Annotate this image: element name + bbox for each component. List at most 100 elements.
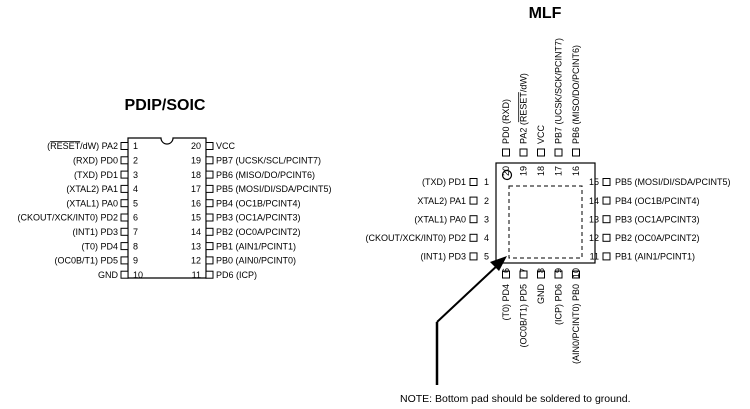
mlf-pin-label: PB1 (AIN1/PCINT1) [615,252,695,262]
mlf-pin-label: VCC [536,124,546,144]
pdip-pin-number: 16 [191,198,201,208]
mlf-pin-label: (INT1) PD3 [420,252,466,262]
mlf-pin-label: PB4 (OC1B/PCINT4) [615,196,700,206]
mlf-pin-label: PB2 (OC0A/PCINT2) [615,233,700,243]
pdip-pin-pad [205,213,214,222]
pdip-pin-pad [120,156,129,165]
pdip-pin-pad [120,199,129,208]
mlf-pin-pad [572,148,580,157]
mlf-pin-number: 4 [484,233,489,243]
pdip-pin-number: 4 [133,184,138,194]
pdip-pin-number: 14 [191,227,201,237]
pdip-pin-pad [205,170,214,179]
pdip-pin-number: 7 [133,227,138,237]
mlf-pin-number: 2 [484,196,489,206]
mlf-pin-label: (ICP) PD6 [554,284,564,325]
mlf-pin-number: 17 [554,166,564,176]
pdip-pin-label: (RXD) PD0 [73,156,118,166]
pdip-pin-label: GND [98,270,119,280]
mlf-pin-number: 19 [519,166,529,176]
mlf-pin-number: 5 [484,252,489,262]
mlf-pin-number: 8 [536,268,546,273]
mlf-pin-label: PB7 (UCSK/SCK/PCINT7) [554,38,564,144]
pdip-pin-label: VCC [216,141,236,151]
pdip-pin-pad [120,213,129,222]
mlf-pin-label: (TXD) PD1 [422,177,466,187]
mlf-pin-pad [554,270,563,279]
pdip-pin-label: (XTAL2) PA1 [66,184,118,194]
mlf-pin-label: (T0) PD4 [501,284,511,321]
pdip-pin-label: (CKOUT/XCK/INT0) PD2 [17,213,118,223]
mlf-pin-number: 11 [590,252,599,262]
pdip-pin-pad [205,142,214,150]
mlf-pin-pad [469,252,478,261]
pdip-pin-number: 6 [133,213,138,223]
mlf-pin-label: PB5 (MOSI/DI/SDA/PCINT5) [615,177,731,187]
pdip-title: PDIP/SOIC [125,97,206,114]
mlf-pin-pad [519,148,528,157]
mlf-pin-number: 20 [501,166,511,176]
mlf-pin-number: 13 [589,214,599,224]
mlf-pin-pad [469,196,478,205]
pdip-pin-label: PB3 (OC1A/PCINT3) [216,213,301,223]
mlf-pin-pad [469,215,478,224]
mlf-pin-number: 10 [571,268,581,278]
mlf-pin-pad [602,178,611,186]
mlf-pin-label: PB3 (OC1A/PCINT3) [615,214,700,224]
pdip-pin-number: 10 [133,270,143,280]
pad-arrow-icon [435,256,507,385]
pdip-pin-number: 15 [191,213,201,223]
pdip-pin-number: 2 [133,156,138,166]
mlf-pin-pad [537,270,545,279]
mlf-pin-number: 7 [519,268,529,273]
mlf-pin-label: XTAL2) PA1 [417,196,466,206]
mlf-pin-pad [602,196,611,205]
pdip-pin-label: (TXD) PD1 [74,170,118,180]
mlf-pin-label: PB6 (MISO/DO/PCINT6) [571,45,581,144]
pin1-marker-icon [501,169,513,181]
exposed-bottom-pad [508,185,583,259]
mlf-pin-number: 6 [501,268,511,273]
mlf-top-pins: 20 PD0 (RXD) 19 PA2 (RESET/dW) 18 VCC 17 PB7 (U… [501,38,581,176]
pdip-pin-number: 5 [133,198,138,208]
mlf-pin-label: PD0 (RXD) [501,99,511,144]
pdip-pin-pad [205,156,214,165]
mlf-pin-number: 12 [589,233,599,243]
mlf-package-body [495,162,596,264]
pdip-pin-label: PB2 (OC0A/PCINT2) [216,227,301,237]
pdip-pin-label: (OC0B/T1) PD5 [54,256,118,266]
mlf-pin-label: (XTAL1) PA0 [414,214,466,224]
pdip-left-pins: 1 (RESET/dW) PA2 2 (RXD) PD0 3 (TXD) PD1 4 (XTA… [17,141,143,280]
pdip-pin-pad [205,242,214,251]
mlf-pin-label: GND [536,284,546,305]
pdip-pin-label: (RESET/dW) PA2 [47,141,118,151]
mlf-pin-number: 16 [571,166,581,176]
pdip-pin-number: 20 [191,141,201,151]
pdip-pin-label: (XTAL1) PA0 [66,198,118,208]
pdip-pin-label: (INT1) PD3 [72,227,118,237]
pdip-pin-pad [120,227,129,236]
pdip-pin-label: PB6 (MISO/DO/PCINT6) [216,170,315,180]
pdip-pin-pad [120,270,129,279]
mlf-pin-number: 18 [536,166,546,176]
mlf-pin-label: PA2 (RESET/dW) [519,73,529,144]
mlf-pin-number: 15 [589,177,599,187]
note-text: NOTE: Bottom pad should be soldered to g… [400,393,631,405]
mlf-pin-pad [602,233,611,242]
mlf-pin-pad [602,215,611,224]
pdip-pin-number: 3 [133,170,138,180]
pdip-pin-pad [205,270,214,279]
pdip-pin-pad [205,199,214,208]
pdip-pin-pad [120,142,129,150]
pdip-pin-number: 19 [191,156,201,166]
pdip-pin-pad [120,256,129,265]
pdip-pin-number: 8 [133,241,138,251]
mlf-pin-label: (CKOUT/XCK/INT0) PD2 [365,233,466,243]
pdip-pin-pad [205,227,214,236]
mlf-pin-label: (OC0B/T1) PD5 [519,284,529,348]
pdip-pin-pad [120,184,129,193]
pdip-pin-number: 1 [133,141,138,151]
mlf-title: MLF [529,5,562,22]
